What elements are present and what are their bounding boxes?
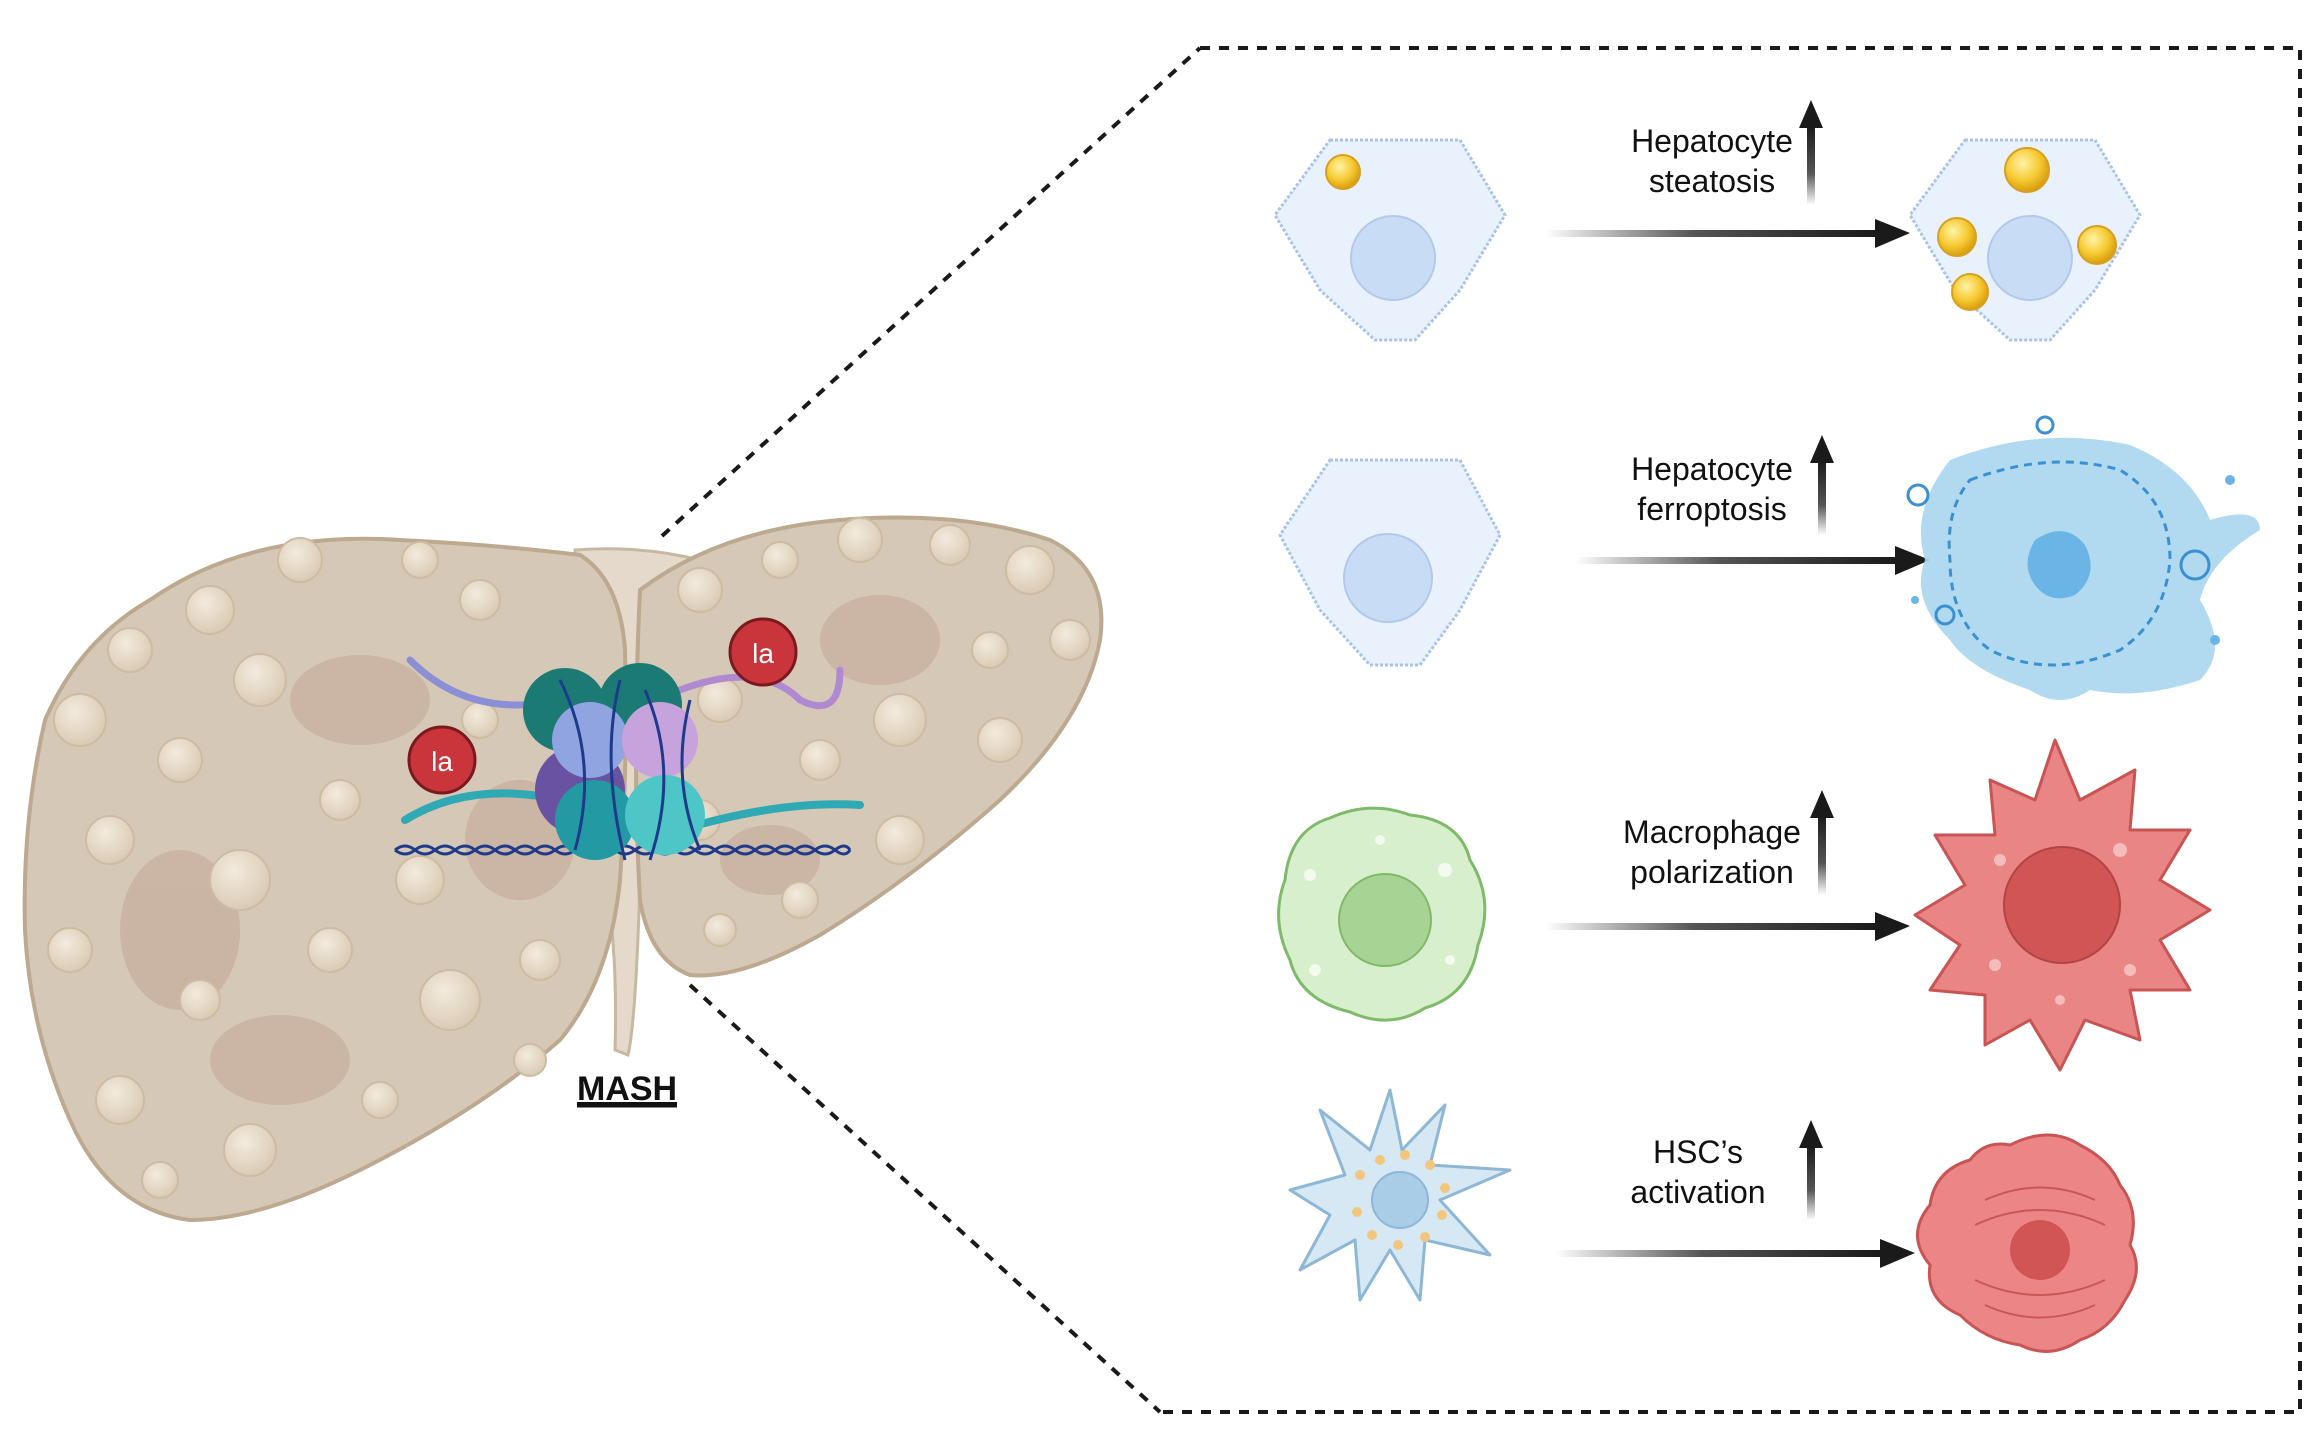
hepatocyte-before — [1273, 138, 1507, 342]
row-macrophage: Macrophage polarization — [1277, 738, 2212, 1072]
row-label-line1: Macrophage — [1623, 814, 1801, 850]
hepatocyte-before — [1278, 458, 1502, 667]
macrophage-m-after — [1913, 738, 2212, 1072]
mash-label: MASH — [577, 1070, 677, 1108]
row-ferroptosis: Hepatocyte ferroptosis — [1278, 415, 2260, 700]
liver — [22, 515, 1104, 1223]
la-label: la — [431, 746, 453, 777]
arrow-up-icon — [1799, 100, 1823, 205]
arrow-right — [1555, 1239, 1915, 1268]
arrow-right — [1545, 912, 1910, 941]
arrow-right — [1575, 546, 1930, 575]
row-label-line2: polarization — [1630, 854, 1794, 890]
macrophage-m-before — [1277, 806, 1487, 1022]
row-label-line1: HSC’s — [1653, 1134, 1743, 1170]
row-steatosis: Hepatocyte steatosis — [1273, 100, 2142, 342]
hsc-quiescent — [1288, 1088, 1512, 1302]
row-label-line2: activation — [1630, 1174, 1765, 1210]
histone-tail — [676, 666, 844, 710]
la-molecule: la — [407, 725, 477, 795]
hepatocyte-steatotic — [1908, 138, 2142, 342]
zoom-line-top — [660, 46, 1202, 538]
arrow-up-icon — [1810, 435, 1834, 535]
arrow-up-icon — [1799, 1120, 1823, 1220]
row-label-line2: steatosis — [1649, 163, 1775, 199]
row-label-line2: ferroptosis — [1637, 491, 1786, 527]
la-molecule: la — [728, 617, 798, 687]
hsc-activated — [1916, 1133, 2138, 1353]
zoom-frame — [660, 46, 2302, 1414]
row-label-line1: Hepatocyte — [1631, 123, 1793, 159]
zoom-line-bottom — [688, 983, 1162, 1414]
arrow-right — [1545, 219, 1910, 248]
la-label: la — [752, 638, 774, 669]
nucleosome-complex: la la — [394, 617, 864, 861]
ferroptotic-cell — [1906, 415, 2260, 700]
arrow-up-icon — [1810, 790, 1834, 895]
row-label-line1: Hepatocyte — [1631, 451, 1793, 487]
row-hsc: HSC’s activation — [1288, 1088, 2138, 1353]
